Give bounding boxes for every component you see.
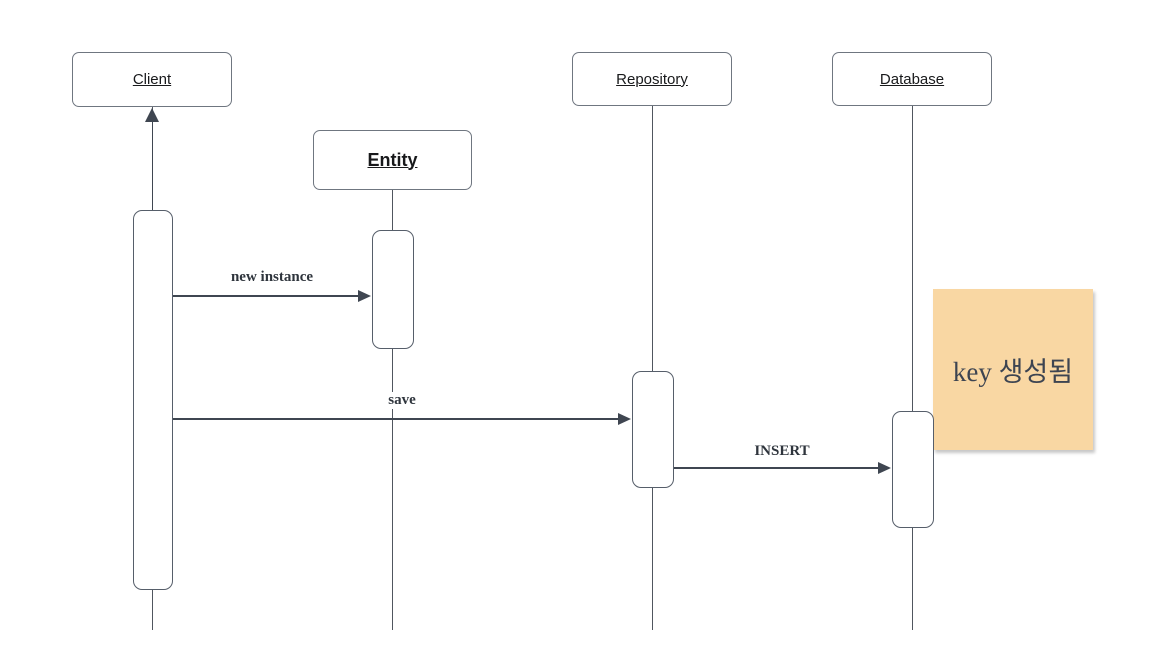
activation-database [892,411,934,528]
return-arrow-line [151,121,153,210]
sticky-note: key 생성됨 [933,289,1093,450]
message-label-insert: INSERT [752,443,812,460]
activation-entity [372,230,414,349]
activation-repository [632,371,674,488]
lifeline-head-client-label: Client [132,71,172,88]
message-line-save [173,418,620,420]
lifeline-head-database-label: Database [879,70,945,88]
lifeline-entity [391,190,393,630]
message-label-new-instance: new instance [228,269,316,286]
lifeline-head-repository-label: Repository [616,70,688,88]
message-line-new-instance [173,295,360,297]
lifeline-repository [651,106,653,630]
message-arrowhead-new-instance-icon [358,290,371,302]
message-label-save: save [386,392,418,409]
message-arrowhead-insert-icon [878,462,891,474]
lifeline-head-entity: Entity [313,130,472,190]
message-line-insert [674,467,879,469]
lifeline-head-database: Database [832,52,992,106]
lifeline-head-client: Client [72,52,232,107]
lifeline-head-entity-label: Entity [367,149,418,170]
lifeline-database [911,106,913,630]
message-arrowhead-save-icon [618,413,631,425]
activation-client [133,210,173,590]
return-arrowhead-icon [144,108,159,122]
lifeline-head-repository: Repository [572,52,732,106]
sticky-note-text: key 생성됨 [952,357,1074,387]
